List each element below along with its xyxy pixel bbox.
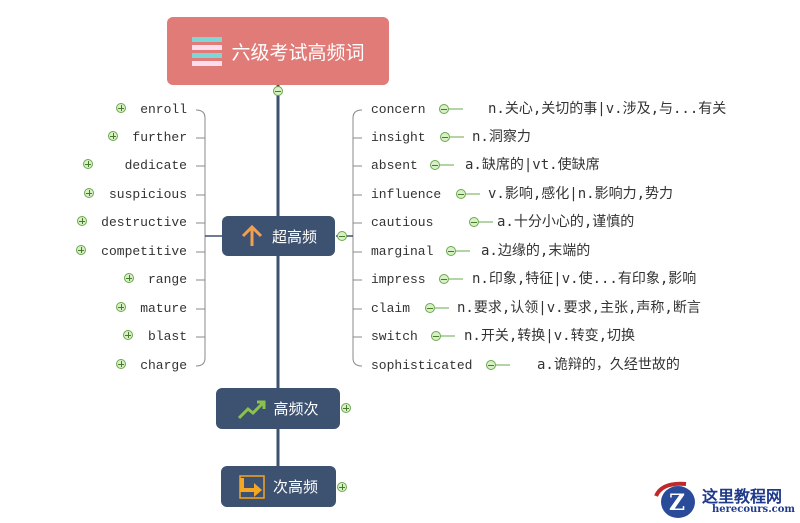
- word-node[interactable]: suspicious: [108, 187, 187, 202]
- branch-label: 超高频: [271, 227, 317, 246]
- word-node[interactable]: cautious: [371, 215, 434, 230]
- word-node[interactable]: influence: [371, 187, 442, 202]
- expand-word-toggle[interactable]: [83, 159, 93, 169]
- definition-node[interactable]: n.要求,认领|v.要求,主张,声称,断言: [457, 300, 701, 316]
- branch-super-high-frequency[interactable]: 超高频: [222, 216, 335, 256]
- root-topic[interactable]: 六级考试高频词: [167, 17, 389, 85]
- collapse-word-toggle[interactable]: [439, 104, 449, 114]
- turn-right-arrow-icon: [239, 474, 265, 499]
- watermark-logo: Z 这里教程网 herecours.com: [652, 480, 800, 523]
- expand-word-toggle[interactable]: [77, 216, 87, 226]
- svg-text:Z: Z: [669, 490, 685, 516]
- collapse-word-toggle[interactable]: [469, 217, 479, 227]
- expand-word-toggle[interactable]: [116, 359, 126, 369]
- word-node[interactable]: mature: [140, 301, 187, 316]
- word-node[interactable]: dedicate: [124, 158, 187, 173]
- word-node[interactable]: blast: [147, 329, 187, 344]
- trend-up-icon: [238, 400, 266, 419]
- collapse-word-toggle[interactable]: [446, 246, 456, 256]
- word-node[interactable]: marginal: [371, 244, 434, 259]
- arrow-up-icon: [241, 224, 263, 246]
- logo-z-icon: Z: [654, 481, 695, 518]
- expand-word-toggle[interactable]: [108, 131, 118, 141]
- branch-high-frequency[interactable]: 高频次: [216, 388, 340, 429]
- word-node[interactable]: switch: [371, 329, 418, 344]
- word-node[interactable]: enroll: [140, 102, 187, 117]
- definition-node[interactable]: n.洞察力: [472, 129, 531, 145]
- definition-node[interactable]: v.影响,感化|n.影响力,势力: [488, 186, 674, 202]
- expand-word-toggle[interactable]: [123, 330, 133, 340]
- collapse-branch-toggle[interactable]: [337, 231, 347, 241]
- collapse-word-toggle[interactable]: [431, 331, 441, 341]
- expand-word-toggle[interactable]: [76, 245, 86, 255]
- watermark-name: 这里教程网: [702, 487, 783, 506]
- definition-node[interactable]: a.边缘的,末端的: [481, 243, 591, 259]
- expand-branch-toggle[interactable]: [337, 482, 347, 492]
- collapse-root-toggle[interactable]: [273, 86, 283, 96]
- word-node[interactable]: absent: [371, 158, 418, 173]
- collapse-word-toggle[interactable]: [486, 360, 496, 370]
- expand-word-toggle[interactable]: [124, 273, 134, 283]
- word-node[interactable]: range: [147, 272, 187, 287]
- definition-node[interactable]: a.十分小心的,谨慎的: [497, 214, 635, 230]
- collapse-word-toggle[interactable]: [440, 132, 450, 142]
- expand-word-toggle[interactable]: [116, 302, 126, 312]
- collapse-word-toggle[interactable]: [425, 303, 435, 313]
- word-node[interactable]: charge: [140, 358, 187, 373]
- word-node[interactable]: sophisticated: [371, 358, 473, 373]
- watermark-url: herecours.com: [712, 504, 796, 515]
- word-node[interactable]: further: [132, 130, 187, 145]
- expand-word-toggle[interactable]: [84, 188, 94, 198]
- word-node[interactable]: claim: [371, 301, 411, 316]
- word-node[interactable]: concern: [371, 102, 426, 117]
- definition-node[interactable]: a.诡辩的，久经世故的: [537, 357, 680, 373]
- root-title: 六级考试高频词: [231, 41, 365, 64]
- expand-branch-toggle[interactable]: [341, 403, 351, 413]
- list-icon: [192, 37, 223, 66]
- word-node[interactable]: destructive: [101, 215, 187, 230]
- definition-node[interactable]: a.缺席的|vt.使缺席: [465, 157, 600, 173]
- expand-word-toggle[interactable]: [116, 103, 126, 113]
- definition-node[interactable]: n.印象,特征|v.使...有印象,影响: [472, 271, 697, 287]
- branch-label: 高频次: [273, 400, 319, 418]
- collapse-word-toggle[interactable]: [430, 160, 440, 170]
- definition-node[interactable]: n.开关,转换|v.转变,切换: [464, 328, 636, 344]
- word-node[interactable]: insight: [371, 130, 426, 145]
- word-node[interactable]: impress: [371, 272, 426, 287]
- definition-node[interactable]: n.关心,关切的事|v.涉及,与...有关: [488, 101, 727, 117]
- branch-label: 次高频: [272, 478, 318, 496]
- branch-secondary-frequency[interactable]: 次高频: [221, 466, 336, 507]
- collapse-word-toggle[interactable]: [439, 274, 449, 284]
- word-node[interactable]: competitive: [101, 244, 187, 259]
- collapse-word-toggle[interactable]: [456, 189, 466, 199]
